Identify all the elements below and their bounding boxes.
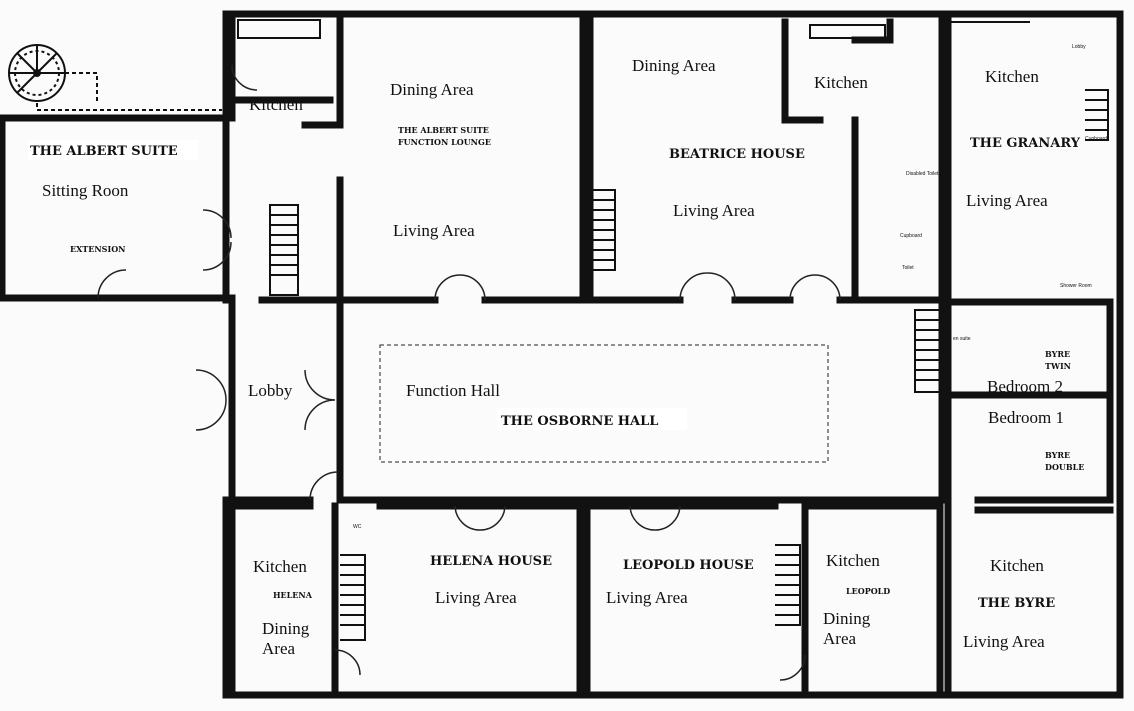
helena-area-label: Area: [262, 639, 295, 658]
lobby-label: Lobby: [248, 381, 293, 400]
granary-living-label: Living Area: [966, 191, 1048, 210]
bedroom-2-label: Bedroom 2: [987, 377, 1063, 396]
function-hall-outline: [379, 344, 829, 463]
granary-name: THE GRANARY: [970, 136, 1081, 151]
staircases: [269, 89, 1109, 641]
albert-suite-walls: [0, 114, 236, 302]
outer-walls: [222, 10, 1124, 699]
albert-lounge-name-2: FUNCTION LOUNGE: [398, 137, 491, 147]
granary-cupboard-label: Cupboard: [1085, 136, 1107, 142]
byre-name: THE BYRE: [978, 596, 1055, 611]
byre-double-label-2: DOUBLE: [1045, 462, 1084, 472]
leopold-kitchen-label: Kitchen: [826, 551, 880, 570]
albert-suite-name: THE ALBERT SUITE: [30, 144, 178, 159]
albert-kitchen-label: Kitchen: [249, 95, 303, 114]
byre-twin-label-2: TWIN: [1045, 361, 1071, 371]
shower-room-label: Shower Room: [1060, 283, 1092, 289]
helena-house-name: HELENA HOUSE: [430, 554, 552, 569]
leopold-tag: LEOPOLD: [846, 586, 890, 596]
en-suite-label: en suite: [953, 336, 971, 342]
leopold-dining-label: Dining: [823, 609, 871, 628]
leopold-house-name: LEOPOLD HOUSE: [623, 558, 754, 573]
helena-tag: HELENA: [273, 590, 313, 600]
beatrice-kitchen-label: Kitchen: [814, 73, 868, 92]
toilet-label: Toilet: [902, 265, 914, 271]
beatrice-living-label: Living Area: [673, 201, 755, 220]
helena-living-label: Living Area: [435, 588, 517, 607]
function-hall-label: Function Hall: [406, 381, 500, 400]
granary-lobby-label: Lobby: [1072, 44, 1086, 50]
albert-lounge-dining-label: Dining Area: [390, 80, 474, 99]
doors: [97, 64, 841, 681]
disabled-toilet-label: Disabled Toilet: [906, 171, 939, 177]
leopold-living-label: Living Area: [606, 588, 688, 607]
albert-lounge-living-label: Living Area: [393, 221, 475, 240]
byre-twin-label-1: BYRE: [1045, 349, 1070, 359]
osborne-hall-name: THE OSBORNE HALL: [501, 414, 658, 429]
byre-double-label-1: BYRE: [1045, 450, 1070, 460]
bedroom-1-label: Bedroom 1: [988, 408, 1064, 427]
cupboard-label: Cupboard: [900, 233, 922, 239]
spiral-staircase-icon: [8, 44, 222, 111]
leopold-area-label: Area: [823, 629, 856, 648]
beatrice-house-name: BEATRICE HOUSE: [669, 147, 805, 162]
albert-lounge-name-1: THE ALBERT SUITE: [398, 125, 489, 135]
extension-label: EXTENSION: [70, 244, 125, 254]
byre-living-label: Living Area: [963, 632, 1045, 651]
helena-dining-label: Dining: [262, 619, 310, 638]
byre-kitchen-label: Kitchen: [990, 556, 1044, 575]
granary-kitchen-label: Kitchen: [985, 67, 1039, 86]
wc-label: WC: [353, 524, 362, 530]
sitting-room-label: Sitting Roon: [42, 181, 129, 200]
helena-kitchen-label: Kitchen: [253, 557, 307, 576]
beatrice-dining-label: Dining Area: [632, 56, 716, 75]
